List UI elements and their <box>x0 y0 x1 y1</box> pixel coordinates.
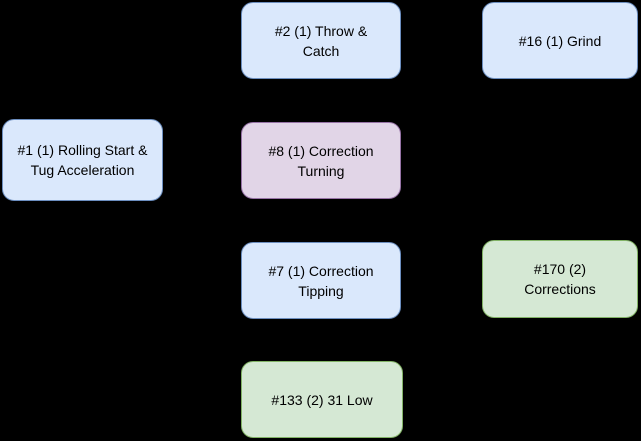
node-label: #7 (1) Correction Tipping <box>268 262 374 299</box>
node-correction-tipping[interactable]: #7 (1) Correction Tipping <box>241 242 401 319</box>
node-label: #170 (2) Corrections <box>524 261 596 297</box>
node-label: #16 (1) Grind <box>518 32 602 49</box>
node-grind[interactable]: #16 (1) Grind <box>482 2 638 79</box>
node-label: #1 (1) Rolling Start & Tug Acceleration <box>17 142 148 178</box>
node-rolling-start-tug-acceleration[interactable]: #1 (1) Rolling Start & Tug Acceleration <box>2 119 163 201</box>
node-label: #8 (1) Correction Turning <box>268 142 374 179</box>
node-correction-turning[interactable]: #8 (1) Correction Turning <box>241 122 401 199</box>
node-31-low[interactable]: #133 (2) 31 Low <box>241 361 403 438</box>
node-throw-and-catch[interactable]: #2 (1) Throw & Catch <box>241 2 401 79</box>
node-label: #133 (2) 31 Low <box>271 391 373 408</box>
node-label: #2 (1) Throw & Catch <box>274 22 368 59</box>
node-corrections[interactable]: #170 (2) Corrections <box>482 240 638 318</box>
